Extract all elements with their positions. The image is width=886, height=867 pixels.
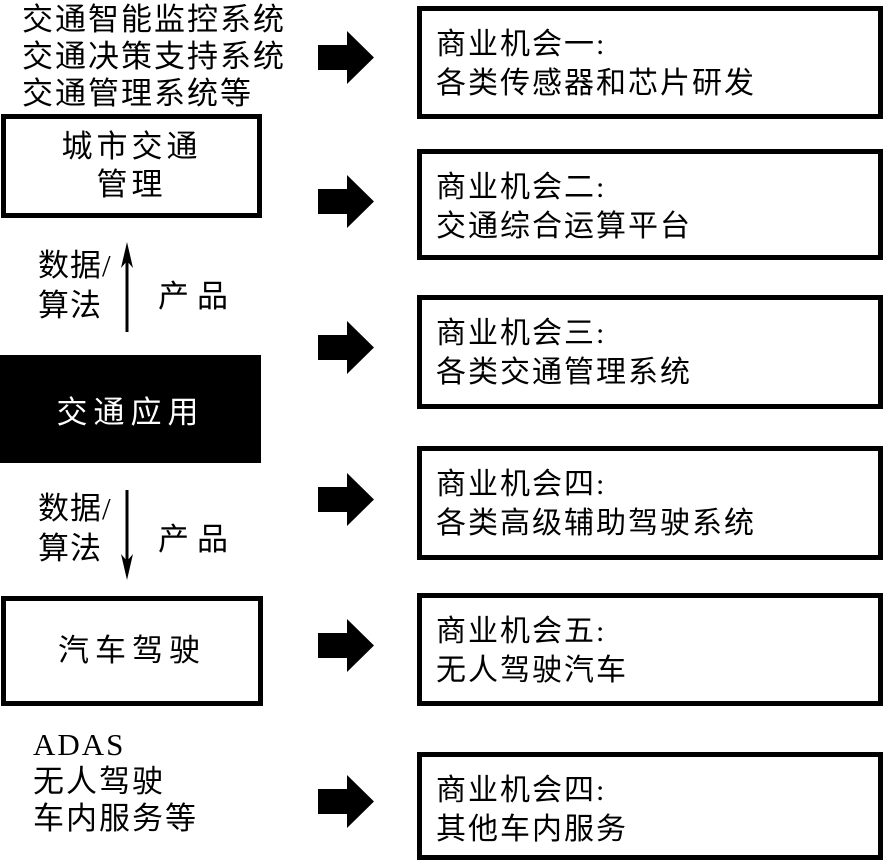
opportunity-box-6: 商业机会四: 其他车内服务 (417, 752, 883, 860)
opportunity-desc: 其他车内服务 (436, 813, 628, 846)
city-traffic-management-label: 管理 (96, 167, 167, 202)
up-flow-product-label: 产品 (158, 279, 236, 314)
right-arrow-icon (318, 772, 375, 831)
opportunity-title: 商业机会四: (436, 774, 607, 807)
bottom-service-list-line: 无人驾驶 (33, 764, 165, 799)
top-system-list-line: 交通决策支持系统 (22, 39, 286, 74)
city-traffic-management-label: 城市交通 (61, 129, 202, 164)
opportunity-title: 商业机会四: (436, 468, 607, 501)
opportunity-title: 商业机会一: (436, 28, 607, 61)
opportunity-title: 商业机会三: (436, 317, 607, 350)
opportunity-desc: 各类交通管理系统 (436, 356, 692, 389)
right-arrow-icon (318, 616, 375, 675)
opportunity-box-3: 商业机会三: 各类交通管理系统 (417, 295, 883, 409)
opportunity-box-1: 商业机会一: 各类传感器和芯片研发 (417, 6, 883, 119)
opportunity-desc: 交通综合运算平台 (436, 210, 692, 243)
opportunity-desc: 各类传感器和芯片研发 (436, 67, 756, 100)
right-arrow-icon (318, 172, 375, 231)
opportunity-box-2: 商业机会二: 交通综合运算平台 (417, 149, 883, 260)
top-system-list-line: 交通智能监控系统 (22, 2, 286, 37)
bottom-service-list: ADAS 无人驾驶 车内服务等 (33, 726, 198, 837)
traffic-application-label: 交通应用 (56, 394, 205, 430)
opportunity-title: 商业机会五: (436, 615, 607, 648)
bottom-service-list-line: 车内服务等 (33, 801, 198, 836)
opportunity-title: 商业机会二: (436, 171, 607, 204)
opportunity-desc: 各类高级辅助驾驶系统 (436, 507, 756, 540)
up-flow-data-algorithm-label: 数据/ 算法 (38, 248, 112, 323)
down-flow-data-algorithm-label: 数据/ 算法 (38, 491, 112, 566)
opportunity-box-4: 商业机会四: 各类高级辅助驾驶系统 (417, 446, 883, 560)
bottom-service-list-line: ADAS (33, 727, 126, 762)
down-flow-product-label: 产品 (158, 522, 236, 557)
right-arrow-icon (318, 318, 375, 377)
opportunity-desc: 无人驾驶汽车 (436, 654, 628, 687)
up-arrow-icon (117, 242, 137, 332)
down-arrow-icon (117, 490, 137, 580)
opportunity-box-5: 商业机会五: 无人驾驶汽车 (417, 593, 883, 706)
traffic-application-box: 交通应用 (0, 355, 261, 463)
city-traffic-management-box: 城市交通 管理 (1, 114, 262, 218)
top-system-list-line: 交通管理系统等 (22, 76, 253, 111)
right-arrow-icon (318, 28, 375, 87)
car-driving-box: 汽车驾驶 (1, 596, 263, 706)
right-arrow-icon (318, 470, 375, 529)
top-system-list: 交通智能监控系统 交通决策支持系统 交通管理系统等 (22, 1, 286, 112)
car-driving-label: 汽车驾驶 (58, 633, 206, 668)
